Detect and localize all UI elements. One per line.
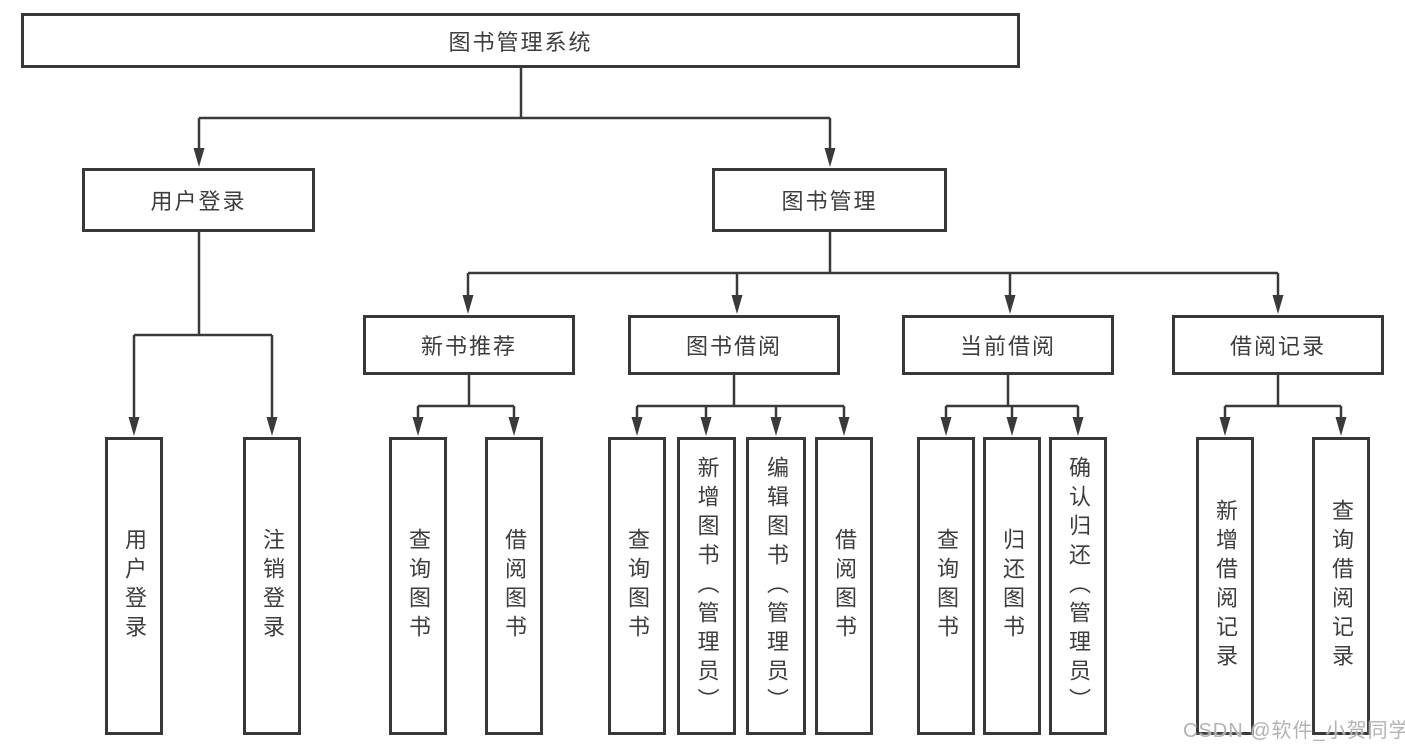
node-borrow-records: 借阅记录: [1172, 315, 1384, 375]
leaf-edit-books-admin: 编辑图书（管理员）: [746, 437, 806, 735]
csdn-watermark: CSDN @软件_小贺同学: [1183, 720, 1405, 742]
leaf-recommend-borrow-books: 借阅图书: [485, 437, 543, 735]
leaf-recommend-query-books-label: 查询图书: [406, 528, 431, 644]
leaf-current-query-books: 查询图书: [917, 437, 975, 735]
leaf-query-borrow-record-label: 查询借阅记录: [1329, 499, 1354, 673]
leaf-return-books: 归还图书: [983, 437, 1041, 735]
node-user-login: 用户登录: [82, 168, 315, 232]
node-book-borrow-label: 图书借阅: [685, 334, 782, 359]
leaf-edit-books-admin-label: 编辑图书（管理员）: [764, 455, 789, 717]
node-book-management-label: 图书管理: [781, 189, 878, 214]
arrow-down-icons: [128, 148, 1347, 436]
leaf-add-books-admin: 新增图书（管理员）: [677, 437, 736, 735]
leaf-borrow-query-books: 查询图书: [608, 437, 666, 735]
node-current-borrow: 当前借阅: [902, 315, 1114, 375]
leaf-logout: 注销登录: [243, 437, 301, 735]
leaf-borrow-books: 借阅图书: [815, 437, 873, 735]
leaf-borrow-query-books-label: 查询图书: [625, 528, 650, 644]
node-borrow-records-label: 借阅记录: [1229, 334, 1326, 359]
node-new-book-recommend: 新书推荐: [363, 315, 575, 375]
leaf-add-borrow-record: 新增借阅记录: [1196, 437, 1254, 735]
node-user-login-label: 用户登录: [150, 189, 247, 214]
node-current-borrow-label: 当前借阅: [959, 334, 1056, 359]
node-book-borrow: 图书借阅: [628, 315, 840, 375]
leaf-query-borrow-record: 查询借阅记录: [1312, 437, 1370, 735]
node-book-management: 图书管理: [712, 168, 947, 232]
leaf-confirm-return-admin: 确认归还（管理员）: [1049, 437, 1107, 735]
leaf-logout-label: 注销登录: [260, 528, 285, 644]
node-root-label: 图书管理系统: [448, 29, 593, 55]
leaf-add-books-admin-label: 新增图书（管理员）: [694, 455, 720, 717]
leaf-add-borrow-record-label: 新增借阅记录: [1213, 499, 1238, 673]
leaf-user-login: 用户登录: [105, 437, 163, 735]
node-root: 图书管理系统: [21, 13, 1020, 68]
leaf-user-login-label: 用户登录: [122, 528, 147, 644]
leaf-confirm-return-admin-label: 确认归还（管理员）: [1066, 455, 1091, 717]
leaf-borrow-books-label: 借阅图书: [832, 528, 857, 644]
node-new-book-recommend-label: 新书推荐: [420, 334, 517, 359]
leaf-recommend-query-books: 查询图书: [389, 437, 447, 735]
leaf-current-query-books-label: 查询图书: [934, 528, 959, 644]
leaf-recommend-borrow-books-label: 借阅图书: [502, 528, 527, 644]
leaf-return-books-label: 归还图书: [1000, 528, 1025, 644]
connector-path: [132, 68, 1343, 424]
